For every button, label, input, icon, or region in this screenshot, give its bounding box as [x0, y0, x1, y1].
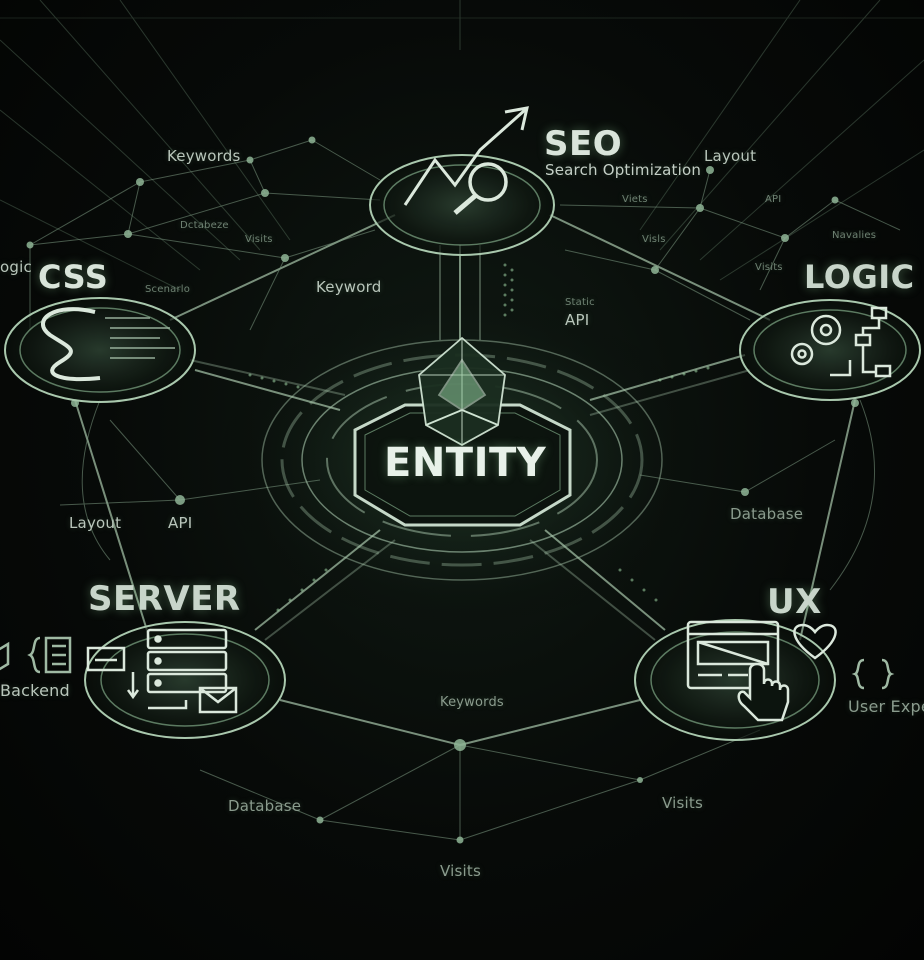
dot-trails [248, 263, 710, 612]
ux-hub [634, 619, 836, 741]
heart-icon [793, 623, 837, 660]
entity-title: ENTITY [384, 440, 547, 486]
code-lines-icon [105, 317, 175, 359]
visits-bottom-label: Visits [440, 862, 481, 880]
server-title: SERVER [88, 579, 241, 619]
seo-title: SEO [544, 124, 623, 164]
faint-visits-label-2: Visits [755, 262, 783, 273]
faint-feature-label: Navalies [832, 230, 877, 241]
api-mid-label: API [565, 311, 590, 329]
mesh-network [29, 139, 901, 841]
crystal-polyhedron-icon [418, 336, 506, 447]
trend-magnifier-icon [403, 106, 529, 215]
keywords-bottom-label: Keywords [440, 695, 504, 710]
css-title: CSS [38, 258, 109, 296]
backend-icons [0, 636, 72, 674]
mesh-nodes [26, 136, 859, 844]
layout-left-label: Layout [69, 514, 122, 532]
faint-database-label: Dctabeze [180, 220, 229, 231]
main-connections [74, 214, 856, 746]
braces-icon [851, 658, 895, 690]
backend-label: Backend [0, 681, 70, 700]
logic-title: LOGIC [804, 258, 915, 296]
ux-title: UX [767, 582, 822, 622]
css-hub [4, 297, 196, 403]
layout-top-label: Layout [704, 147, 757, 165]
keyword-mid-label: Keyword [316, 278, 382, 296]
logic-edge-label: ogic [0, 258, 32, 276]
faint-visits-label: Visls [642, 234, 666, 245]
faint-static-label: Static [565, 297, 595, 308]
curly-s-icon [41, 307, 101, 382]
logic-hub [739, 299, 921, 401]
faint-views-label: Viets [622, 194, 648, 205]
server-stack-icon [86, 628, 238, 714]
background-rays [0, 0, 924, 291]
server-hub [84, 621, 286, 739]
browser-click-icon [686, 620, 790, 722]
gears-flowchart-icon [790, 306, 892, 378]
api-left-label: API [168, 514, 193, 532]
seo-subtitle: Search Optimization [545, 161, 702, 179]
user-experience-label: User Expe [848, 697, 924, 716]
keywords-top-label: Keywords [167, 147, 241, 165]
faint-api-label: API [765, 194, 782, 205]
visits-bottom-right-label: Visits [662, 794, 703, 812]
database-right-label: Database [730, 505, 804, 523]
database-bottom-label: Database [228, 797, 302, 815]
faint-scenario-label: Scenarlo [145, 284, 191, 295]
faint-visits-left-label: Visits [245, 234, 273, 245]
